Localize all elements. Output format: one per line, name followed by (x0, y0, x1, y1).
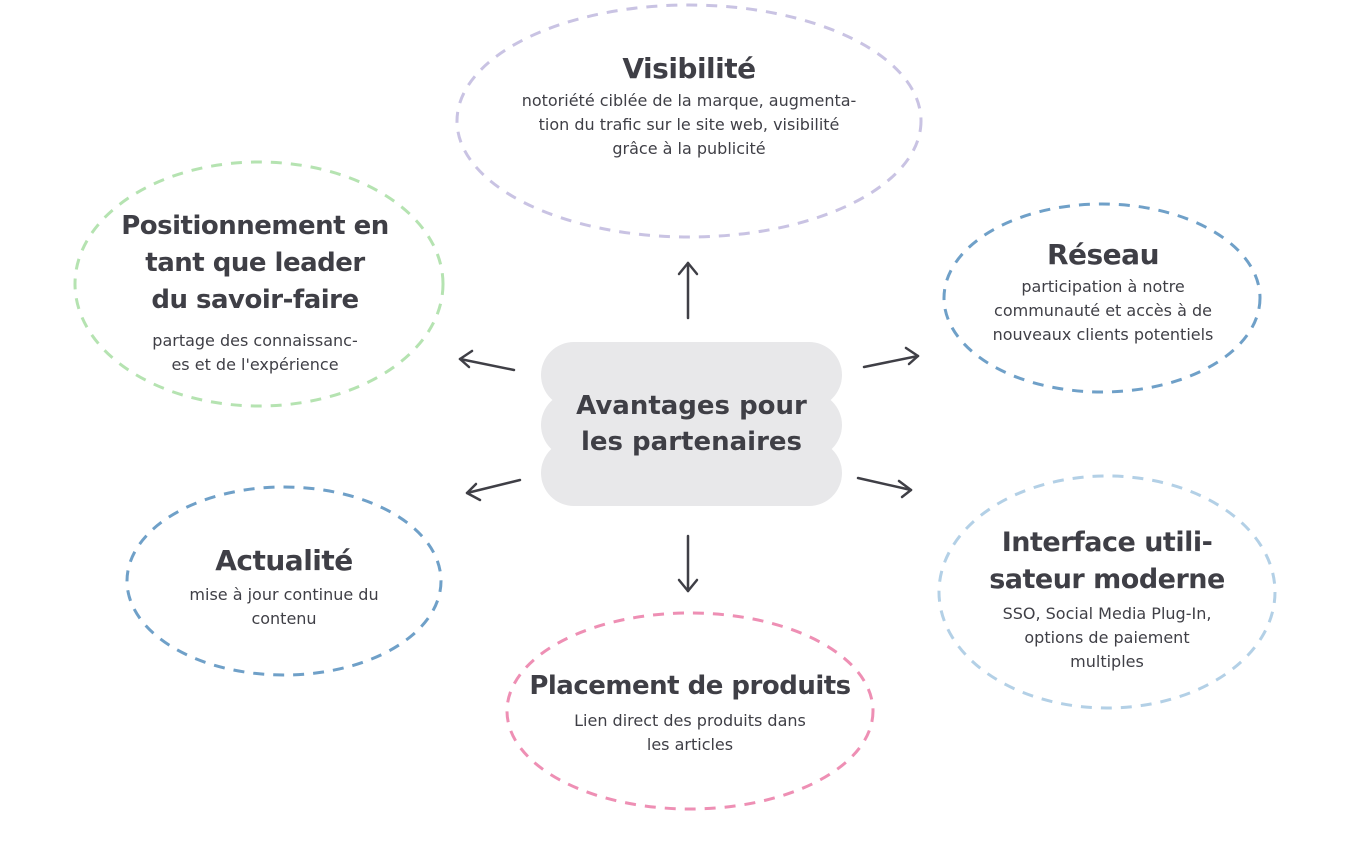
center-title: Avantages pour les partenaires (576, 391, 807, 457)
arrow-lower-right (856, 476, 913, 499)
actualite-title: Actualité (215, 544, 353, 577)
placement-node: Placement de produits Lien direct des pr… (515, 668, 865, 768)
actualite-ellipse (125, 485, 443, 677)
positionnement-ellipse (73, 160, 445, 408)
interface-node: Interface utili- sateur moderne SSO, Soc… (960, 524, 1254, 684)
visibilite-desc: notoriété ciblée de la marque, augmenta-… (521, 91, 857, 158)
reseau-ellipse (942, 202, 1262, 394)
positionnement-node: Positionnement en tant que leader du sav… (95, 208, 415, 382)
positionnement-title: Positionnement en tant que leader du sav… (121, 211, 389, 315)
center-shape (541, 342, 842, 506)
placement-ellipse (505, 611, 875, 811)
arrow-up (677, 261, 699, 320)
center-node: Avantages pour les partenaires (541, 342, 842, 506)
visibilite-ellipse (455, 3, 923, 239)
visibilite-node: Visibilité notoriété ciblée de la marque… (480, 50, 898, 192)
visibilite-title: Visibilité (622, 52, 756, 85)
reseau-desc: participation à notre communauté et accè… (992, 277, 1214, 344)
arrow-upper-right (862, 346, 920, 369)
reseau-node: Réseau participation à notre communauté … (960, 236, 1246, 356)
positionnement-desc: partage des connaissanc- es et de l'expé… (152, 331, 358, 374)
arrow-lower-left (465, 478, 522, 502)
actualite-node: Actualité mise à jour continue du conten… (150, 542, 418, 642)
arrow-down (677, 534, 699, 593)
interface-ellipse (937, 474, 1277, 710)
interface-desc: SSO, Social Media Plug-In, options de pa… (1002, 604, 1212, 671)
reseau-title: Réseau (1046, 238, 1160, 271)
actualite-desc: mise à jour continue du contenu (189, 585, 379, 628)
arrow-upper-left (458, 349, 516, 372)
placement-desc: Lien direct des produits dans les articl… (574, 711, 806, 754)
interface-title: Interface utili- sateur moderne (989, 527, 1225, 595)
placement-title: Placement de produits (529, 671, 851, 701)
